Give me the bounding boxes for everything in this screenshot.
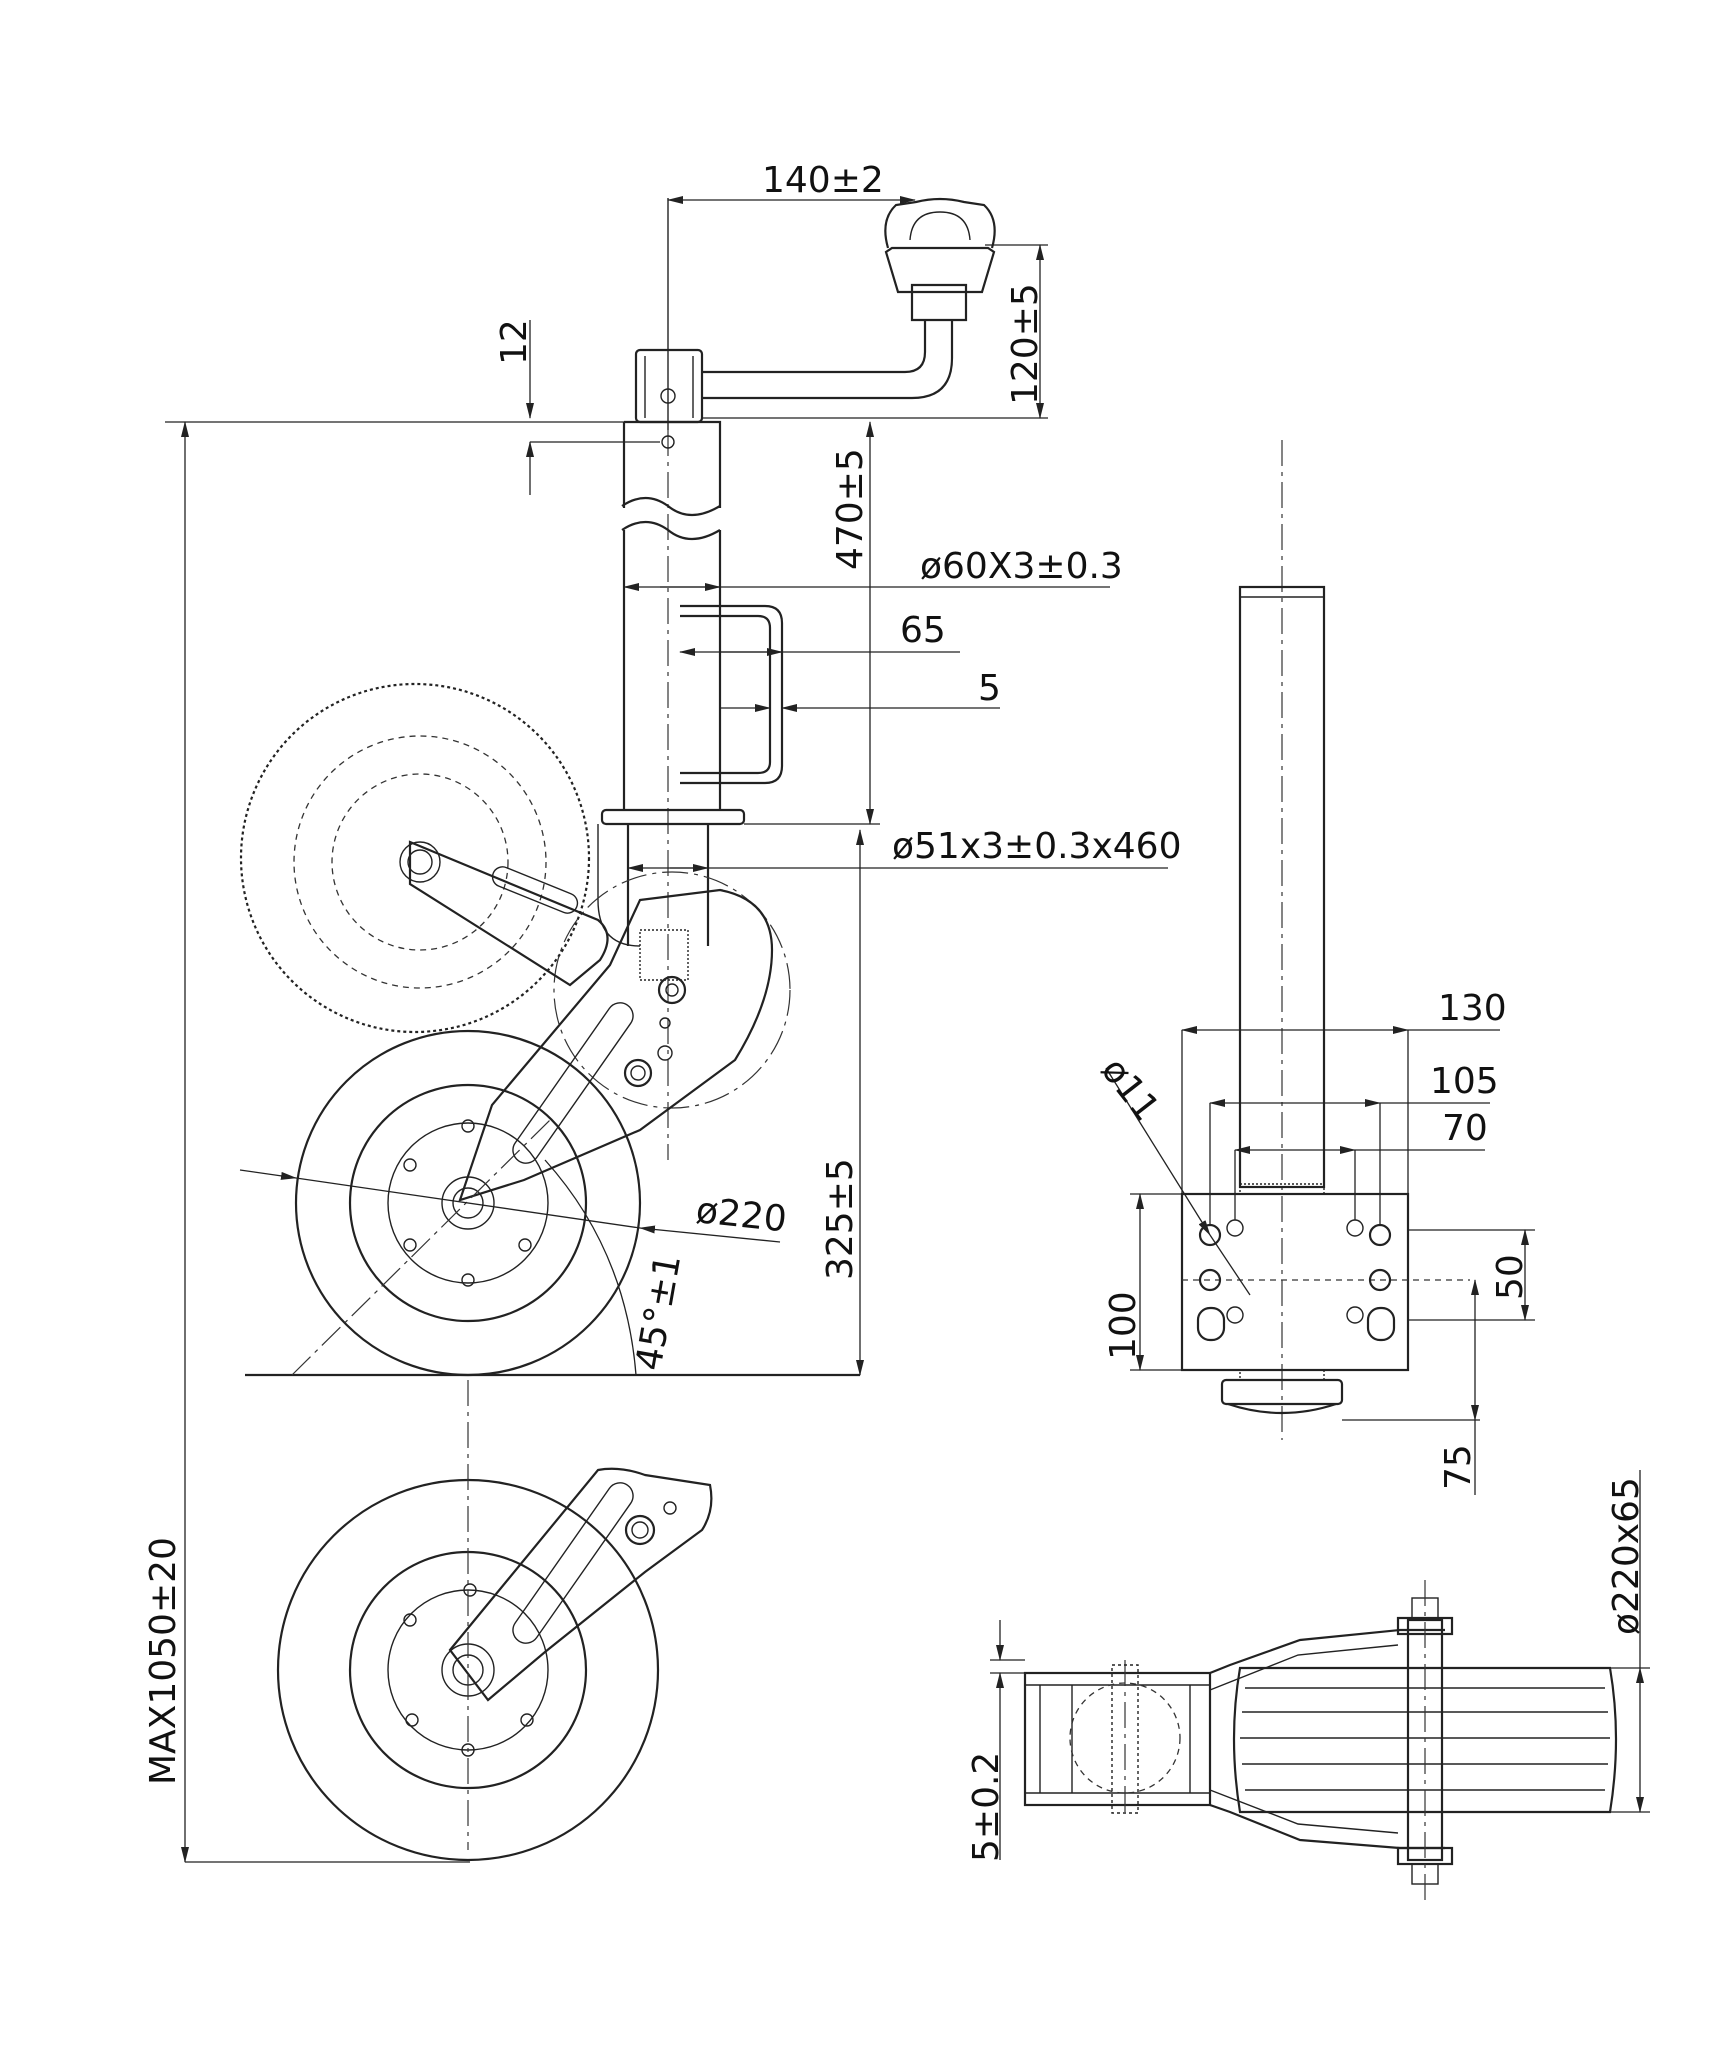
dim-hole-spacing-inner: 70 bbox=[1442, 1108, 1488, 1149]
dim-hole-vertical: 50 bbox=[1490, 1254, 1531, 1300]
crank-handle bbox=[702, 197, 996, 400]
dim-plate-width: 130 bbox=[1438, 988, 1507, 1029]
dim-wheel-travel: 325±5 bbox=[820, 1158, 861, 1280]
dim-handle-offset: 140±2 bbox=[762, 160, 884, 201]
swing-arm bbox=[458, 888, 774, 1202]
dim-plate-height: 100 bbox=[1103, 1291, 1144, 1360]
dim-tube-length: 470±5 bbox=[830, 448, 871, 570]
dim-max-height: MAX1050±20 bbox=[143, 1537, 184, 1785]
outer-tube bbox=[600, 420, 746, 826]
dim-outer-tube: ø60X3±0.3 bbox=[920, 546, 1123, 587]
raised-wheel bbox=[239, 682, 609, 1034]
dim-inner-tube: ø51x3±0.3x460 bbox=[892, 826, 1181, 867]
dim-hole-diameter: ø11 bbox=[1093, 1050, 1167, 1129]
dim-tyre-clearance: 5±0.2 bbox=[966, 1752, 1007, 1862]
dim-hole-spacing-outer: 105 bbox=[1430, 1061, 1499, 1102]
dim-clamp-gap: 5 bbox=[978, 668, 1001, 709]
dim-top-gap: 12 bbox=[494, 319, 535, 365]
front-view: 130 105 70 ø11 50 100 75 bbox=[1093, 440, 1535, 1495]
dim-wheel-diameter: ø220 bbox=[694, 1190, 789, 1240]
top-view: ø220x65 5±0.2 bbox=[966, 1470, 1650, 1900]
crank-cap bbox=[634, 348, 704, 424]
dim-clamp-width: 65 bbox=[900, 610, 946, 651]
dim-tyre-size: ø220x65 bbox=[1606, 1477, 1647, 1635]
dim-bottom-offset: 75 bbox=[1438, 1444, 1479, 1490]
dim-swing-angle: 45°±1 bbox=[628, 1251, 689, 1373]
clamp bbox=[680, 604, 784, 785]
dim-handle-height: 120±5 bbox=[1005, 283, 1046, 405]
side-view: 140±2 120±5 12 MAX1050±20 470±5 ø60X3±0.… bbox=[143, 160, 1181, 1863]
arm-detail-view bbox=[276, 1380, 713, 1862]
